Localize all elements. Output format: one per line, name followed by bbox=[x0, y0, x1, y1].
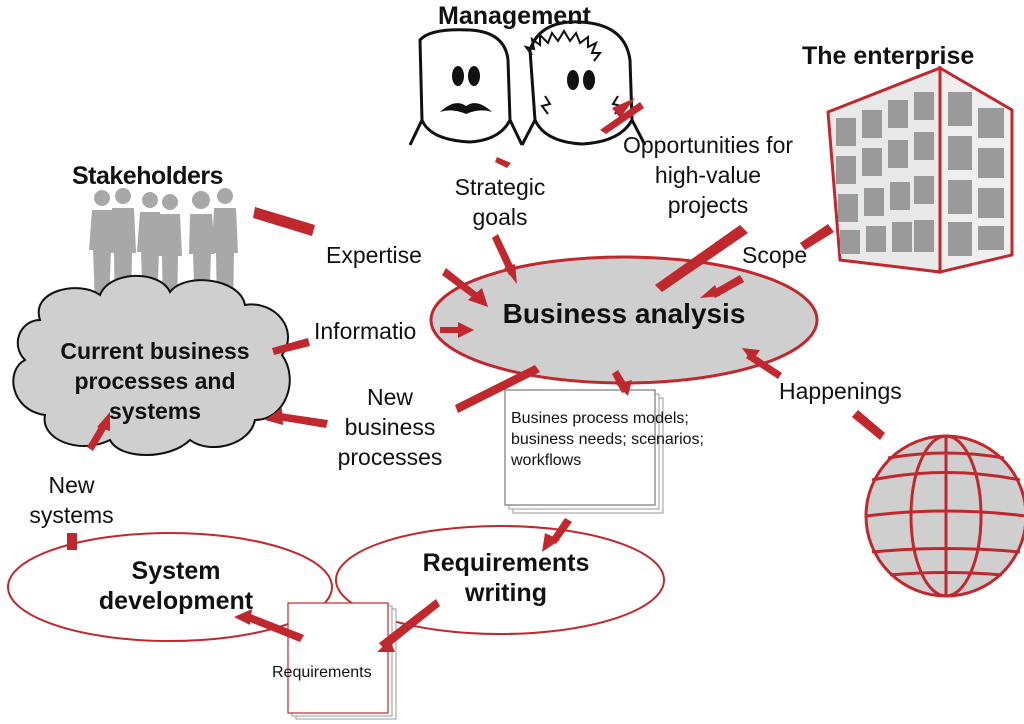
management-faces bbox=[408, 20, 647, 146]
analysis-outputs-document bbox=[504, 389, 664, 514]
business-analysis-label: Business analysis bbox=[502, 298, 746, 329]
analysis-outputs-text: Busines process models; business needs; … bbox=[511, 410, 704, 469]
opportunities-label: Opportunities for high-value projects bbox=[622, 132, 794, 218]
arrow-strategic-analysis bbox=[492, 234, 516, 275]
arrow-analysis-newprocesses bbox=[455, 365, 540, 413]
enterprise-building bbox=[826, 65, 1014, 274]
arrow-expertise-analysis bbox=[442, 268, 480, 301]
strategic-goals-label: Strategic goals bbox=[454, 174, 546, 230]
globe-icon bbox=[864, 434, 1024, 598]
arrow-stakeholders-expertise bbox=[253, 207, 315, 236]
arrow-docs-reqwriting bbox=[550, 518, 572, 544]
arrow-newprocesses-cloud bbox=[278, 413, 328, 428]
arrow-strategic-top bbox=[495, 157, 511, 168]
arrow-analysis-opportunities bbox=[655, 225, 748, 292]
connectors bbox=[67, 102, 885, 650]
scope-label: Scope bbox=[742, 242, 808, 268]
arrow-scope-analysis bbox=[710, 275, 744, 298]
expertise-label: Expertise bbox=[326, 242, 422, 268]
arrow-happenings-analysis bbox=[746, 352, 782, 379]
face-right bbox=[520, 20, 647, 146]
new-business-processes-label: New business processes bbox=[337, 384, 443, 470]
system-development-label: System development bbox=[98, 557, 254, 615]
arrow-sysdev-newsystems bbox=[67, 533, 77, 550]
arrow-scope-enterprise bbox=[800, 224, 834, 250]
information-label: Informatio bbox=[314, 318, 417, 344]
arrow-opportunities bbox=[600, 102, 644, 134]
arrow-info-cloud bbox=[272, 338, 310, 355]
requirements-writing-ellipse bbox=[335, 525, 665, 635]
arrow-globe-happenings bbox=[852, 410, 885, 440]
face-left bbox=[408, 28, 524, 146]
current-business-cloud bbox=[12, 274, 291, 456]
stakeholders-title: Stakeholders bbox=[72, 162, 224, 190]
current-business-label: Current business processes and systems bbox=[60, 338, 250, 424]
new-systems-label: New systems bbox=[29, 472, 114, 528]
happenings-label: Happenings bbox=[779, 378, 902, 404]
arrow-reqdoc-sysdev bbox=[245, 613, 304, 642]
requirements-writing-label: Requirements writing bbox=[422, 549, 590, 607]
management-title: Management bbox=[438, 2, 591, 30]
requirements-document bbox=[287, 602, 397, 720]
enterprise-title: The enterprise bbox=[802, 42, 975, 70]
requirements-doc-text: Requirements bbox=[272, 664, 372, 681]
arrow-info-analysis bbox=[440, 327, 462, 333]
arrowheads bbox=[97, 98, 760, 652]
arrow-reqwriting-reqdoc bbox=[379, 599, 440, 650]
